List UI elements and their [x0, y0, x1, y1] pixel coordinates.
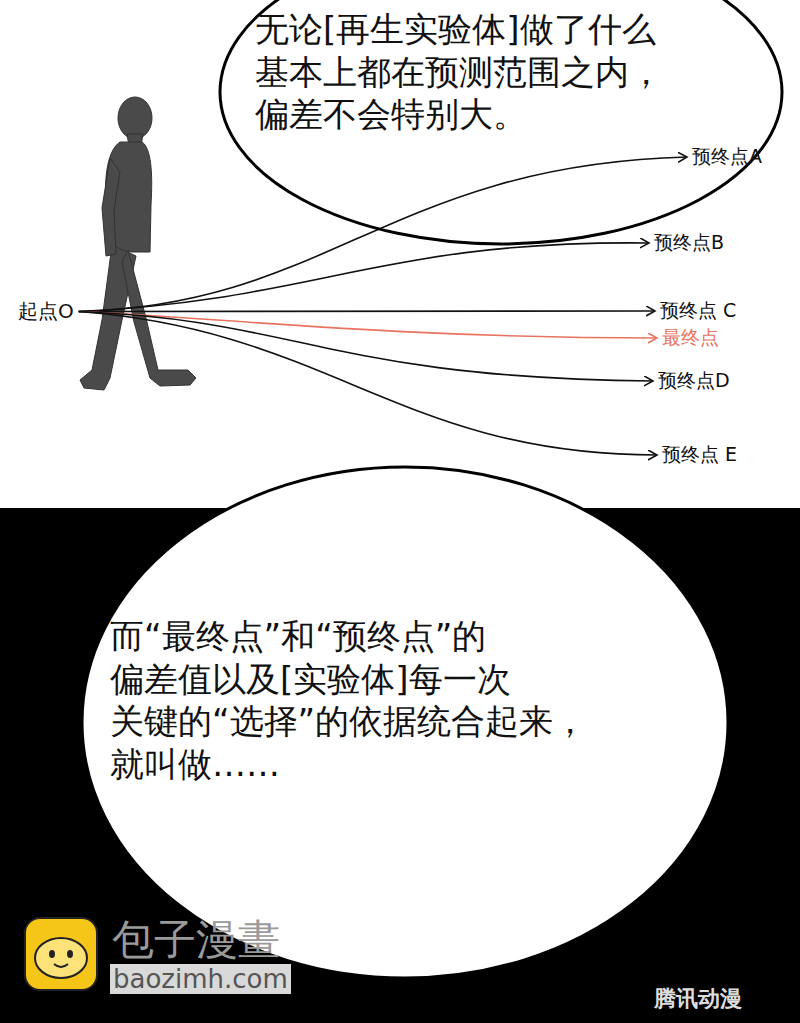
point-label: 预终点B [652, 228, 726, 258]
bubble-text: 而“最终点”和“预终点”的 偏差值以及[实验体]每一次 关键的“选择”的依据统合… [110, 615, 615, 785]
watermark-url: baozimh.com [110, 964, 291, 994]
point-label: 预终点 C [658, 296, 738, 326]
point-label: 预终点 E [660, 440, 739, 470]
endpoint-label: 预终点D [656, 366, 732, 396]
endpoint-label: 预终点B [652, 228, 726, 258]
endpoint-label: 起点O [16, 296, 76, 327]
endpoint-label: 预终点A [690, 142, 764, 172]
endpoint-label: 最终点 [660, 323, 721, 353]
figure-arm [102, 158, 120, 256]
trajectory-arrow [79, 310, 655, 311]
watermark-icon [25, 918, 97, 990]
speech-bubble: 而“最终点”和“预终点”的 偏差值以及[实验体]每一次 关键的“选择”的依据统合… [80, 465, 730, 980]
watermark-title: 包子漫畫 [112, 912, 280, 968]
speech-bubble: 无论[再生实验体]做了什么 基本上都在预测范围之内， 偏差不会特别大。 [218, 0, 784, 246]
point-label: 预终点A [690, 142, 764, 172]
point-label: 预终点D [656, 366, 732, 396]
trajectory-arrow [79, 243, 649, 312]
trajectory-arrow [79, 312, 657, 456]
point-label: 起点O [16, 296, 76, 327]
trajectory-arrow [79, 312, 653, 382]
bubble-ellipse [82, 467, 728, 978]
watermark-tencent: 腾讯动漫 [654, 984, 742, 1014]
figure-head [118, 97, 152, 139]
point-label: 最终点 [660, 323, 721, 353]
endpoint-label: 预终点 C [658, 296, 738, 326]
trajectory-arrow [79, 312, 657, 339]
bubble-text: 无论[再生实验体]做了什么 基本上都在预测范围之内， 偏差不会特别大。 [255, 8, 745, 136]
endpoint-label: 预终点 E [660, 440, 739, 470]
bubble-ellipse [220, 0, 782, 244]
